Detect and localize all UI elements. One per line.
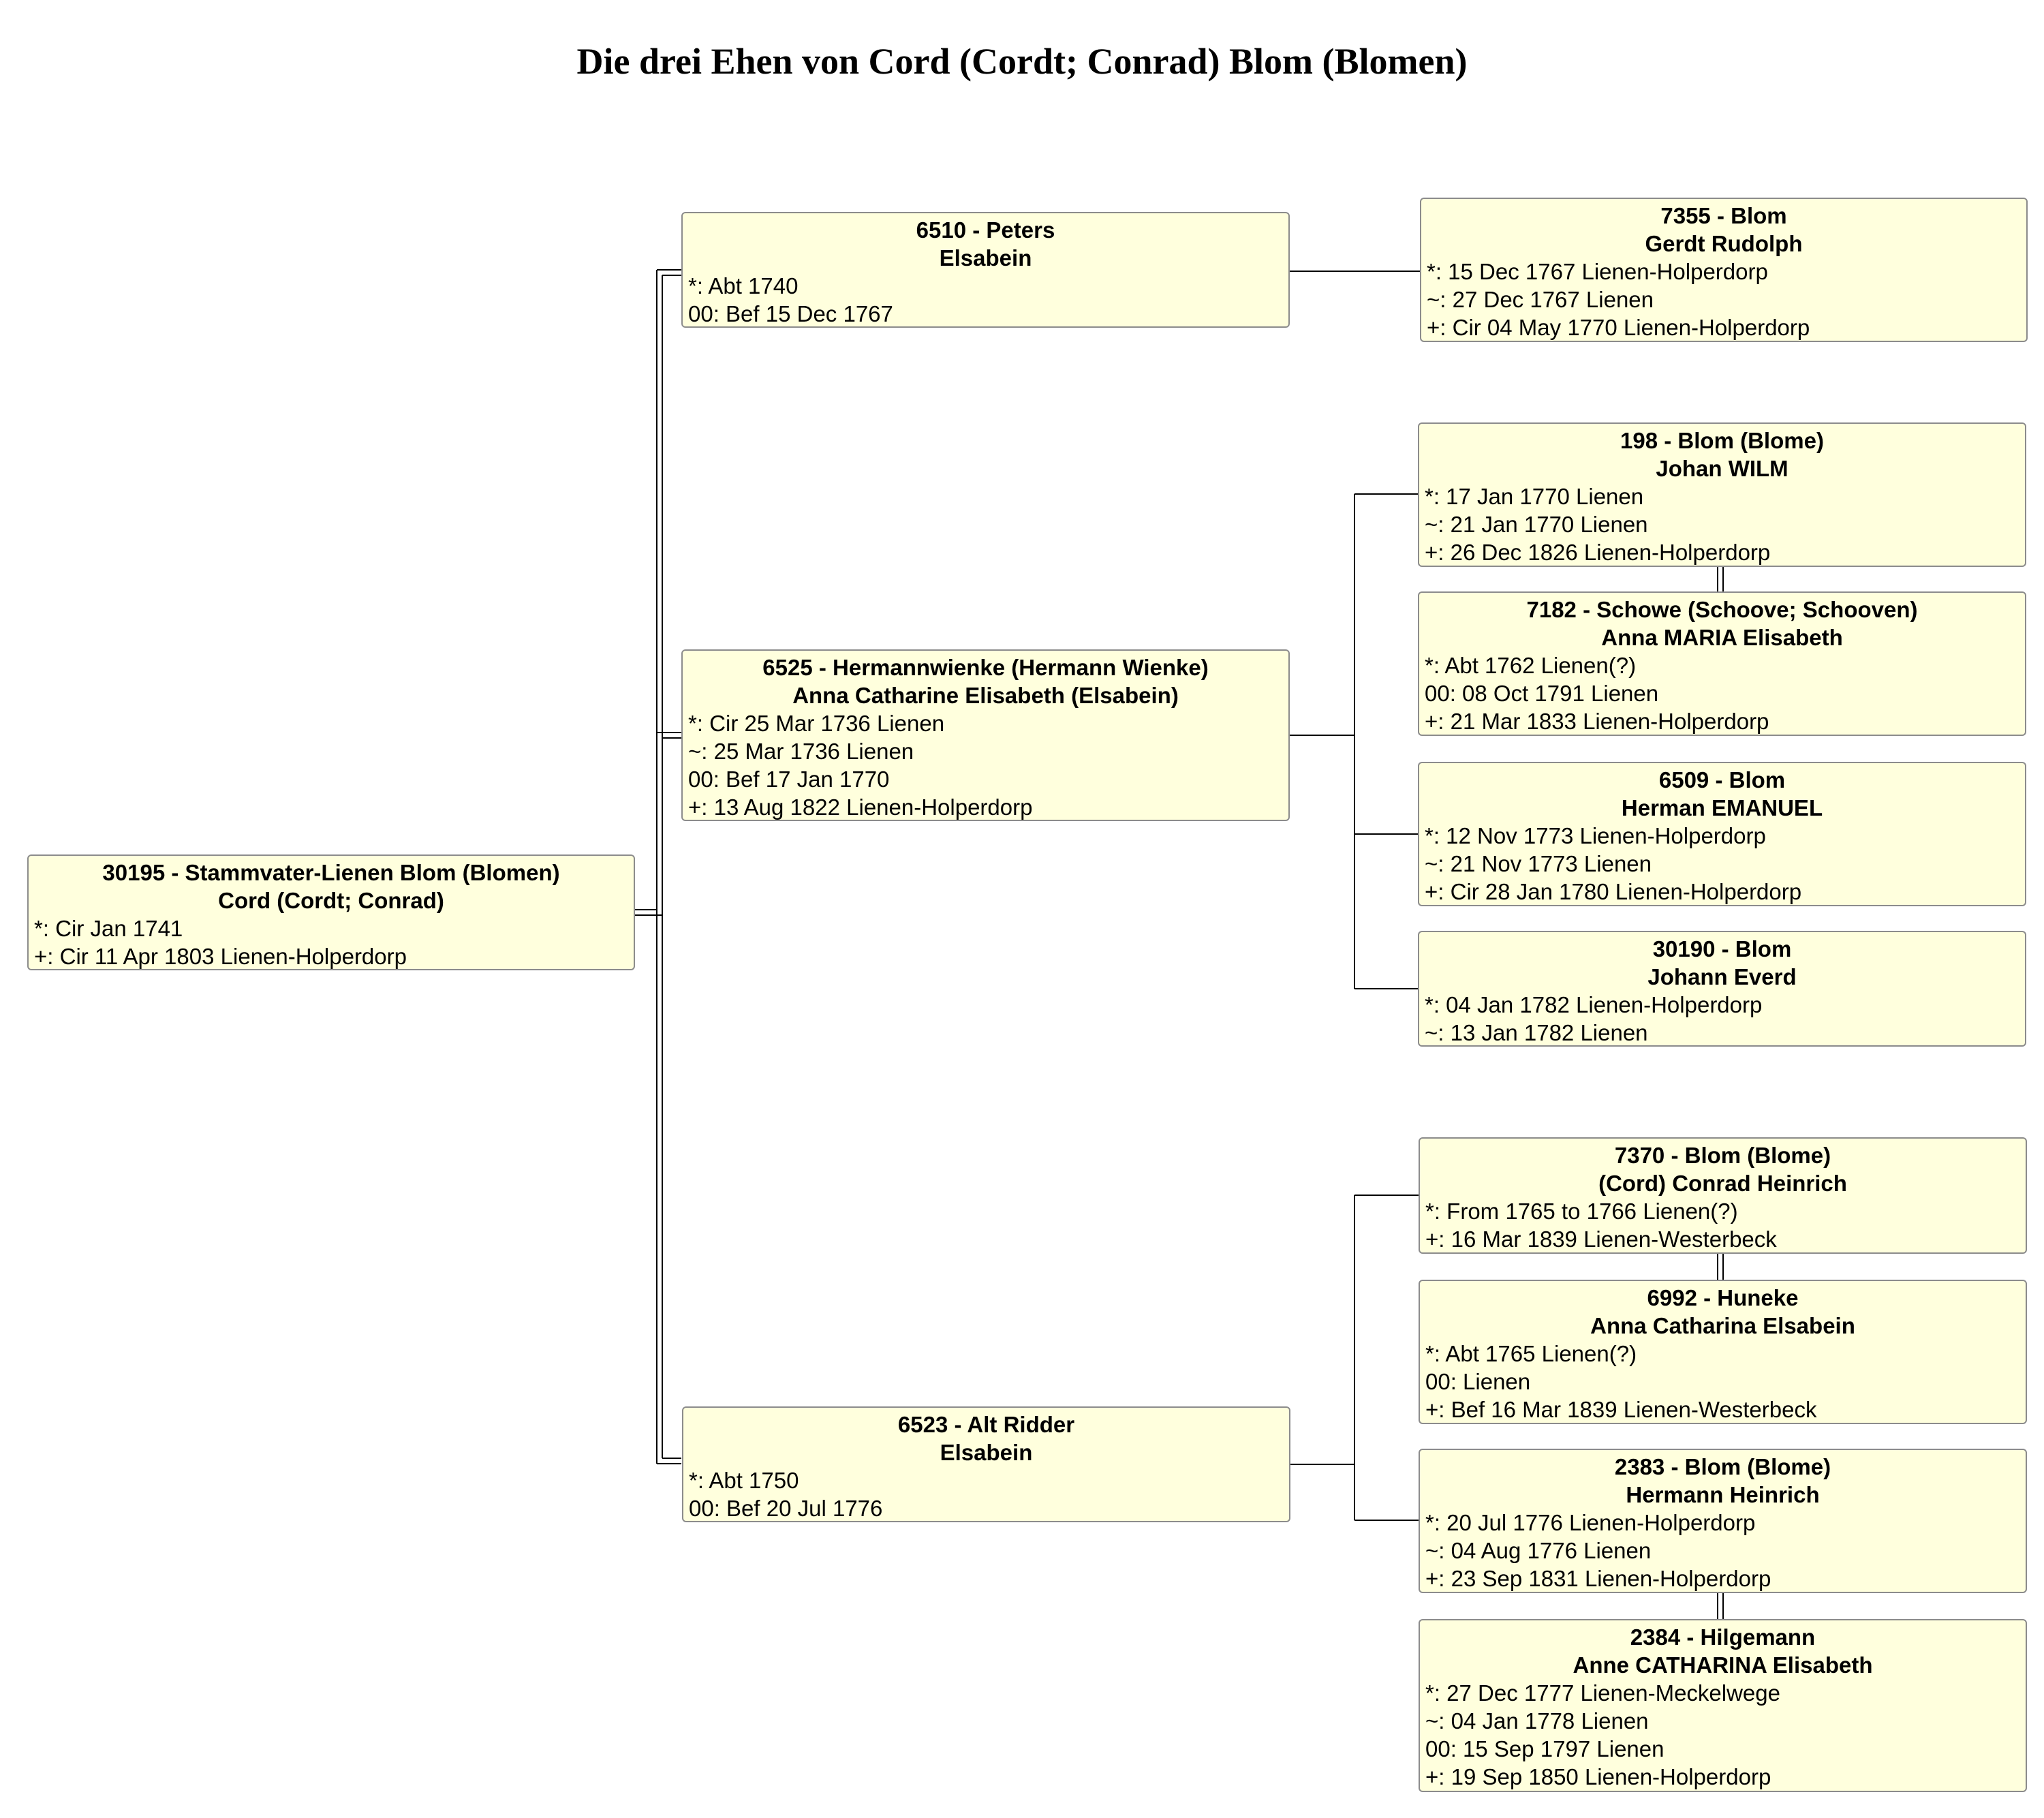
person-event: +: 26 Dec 1826 Lienen-Holperdorp bbox=[1425, 540, 1771, 565]
person-event: +: 21 Mar 1833 Lienen-Holperdorp bbox=[1425, 709, 1769, 734]
person-event: +: Cir 04 May 1770 Lienen-Holperdorp bbox=[1427, 315, 1810, 340]
person-event: 00: Lienen bbox=[1425, 1369, 1531, 1394]
person-event: +: 16 Mar 1839 Lienen-Westerbeck bbox=[1425, 1227, 1777, 1252]
person-event: *: 12 Nov 1773 Lienen-Holperdorp bbox=[1425, 823, 1766, 848]
person-name-line: 198 - Blom (Blome) bbox=[1620, 428, 1824, 453]
person-name-line: 6510 - Peters bbox=[916, 217, 1055, 243]
person-name-line: 6523 - Alt Ridder bbox=[897, 1412, 1075, 1437]
person-card-7355[interactable]: 7355 - Blom Gerdt Rudolph *: 15 Dec 1767… bbox=[1420, 198, 2028, 342]
person-event: +: Cir 11 Apr 1803 Lienen-Holperdorp bbox=[34, 944, 407, 969]
person-event: *: From 1765 to 1766 Lienen(?) bbox=[1425, 1199, 1738, 1224]
person-card-2383[interactable]: 2383 - Blom (Blome) Hermann Heinrich *: … bbox=[1419, 1449, 2027, 1593]
person-event: *: 20 Jul 1776 Lienen-Holperdorp bbox=[1425, 1510, 1756, 1535]
person-card-6510[interactable]: 6510 - Peters Elsabein *: Abt 1740 00: B… bbox=[681, 212, 1290, 328]
person-given-name: Johan WILM bbox=[1656, 456, 1788, 481]
person-event: *: Cir Jan 1741 bbox=[34, 916, 183, 941]
person-event: ~: 04 Aug 1776 Lienen bbox=[1425, 1538, 1652, 1563]
person-event: *: 27 Dec 1777 Lienen-Meckelwege bbox=[1425, 1680, 1780, 1706]
person-name-line: 6525 - Hermannwienke (Hermann Wienke) bbox=[762, 655, 1209, 680]
person-given-name: (Cord) Conrad Heinrich bbox=[1598, 1171, 1847, 1196]
person-given-name: Anna MARIA Elisabeth bbox=[1601, 625, 1843, 650]
person-given-name: Hermann Heinrich bbox=[1626, 1482, 1820, 1507]
person-name-line: 7182 - Schowe (Schoove; Schooven) bbox=[1526, 597, 1918, 622]
person-event: 00: Bef 15 Dec 1767 bbox=[688, 301, 893, 326]
person-given-name: Anna Catharina Elsabein bbox=[1590, 1313, 1855, 1338]
person-name-line: 7370 - Blom (Blome) bbox=[1614, 1143, 1831, 1168]
person-given-name: Cord (Cordt; Conrad) bbox=[218, 888, 444, 913]
person-event: 00: 08 Oct 1791 Lienen bbox=[1425, 681, 1659, 706]
person-event: ~: 21 Jan 1770 Lienen bbox=[1425, 512, 1648, 537]
person-given-name: Gerdt Rudolph bbox=[1645, 231, 1803, 256]
person-event: *: Cir 25 Mar 1736 Lienen bbox=[688, 711, 945, 736]
person-card-7370[interactable]: 7370 - Blom (Blome) (Cord) Conrad Heinri… bbox=[1419, 1137, 2027, 1254]
person-name-line: 6509 - Blom bbox=[1658, 767, 1786, 792]
person-given-name: Johann Everd bbox=[1647, 964, 1797, 989]
chart-title: Die drei Ehen von Cord (Cordt; Conrad) B… bbox=[576, 41, 1468, 82]
person-event: *: Abt 1740 bbox=[688, 273, 799, 298]
person-event: +: Bef 16 Mar 1839 Lienen-Westerbeck bbox=[1425, 1397, 1817, 1422]
person-name-line: 2384 - Hilgemann bbox=[1630, 1624, 1816, 1650]
person-given-name: Elsabein bbox=[940, 1440, 1033, 1465]
person-event: 00: 15 Sep 1797 Lienen bbox=[1425, 1736, 1664, 1761]
person-event: *: 15 Dec 1767 Lienen-Holperdorp bbox=[1427, 259, 1768, 284]
person-name-line: 30195 - Stammvater-Lienen Blom (Blomen) bbox=[102, 860, 560, 885]
person-event: ~: 27 Dec 1767 Lienen bbox=[1427, 287, 1654, 312]
person-event: 00: Bef 20 Jul 1776 bbox=[689, 1496, 883, 1521]
person-event: ~: 13 Jan 1782 Lienen bbox=[1425, 1020, 1648, 1045]
person-event: 00: Bef 17 Jan 1770 bbox=[688, 767, 890, 792]
person-event: *: 04 Jan 1782 Lienen-Holperdorp bbox=[1425, 992, 1763, 1017]
person-event: ~: 21 Nov 1773 Lienen bbox=[1425, 851, 1652, 876]
person-name-line: 2383 - Blom (Blome) bbox=[1614, 1454, 1831, 1479]
person-card-6523[interactable]: 6523 - Alt Ridder Elsabein *: Abt 1750 0… bbox=[682, 1406, 1290, 1522]
person-event: *: 17 Jan 1770 Lienen bbox=[1425, 484, 1644, 509]
person-event: ~: 04 Jan 1778 Lienen bbox=[1425, 1708, 1649, 1734]
person-event: +: 19 Sep 1850 Lienen-Holperdorp bbox=[1425, 1764, 1771, 1789]
person-name-line: 7355 - Blom bbox=[1660, 203, 1787, 228]
person-card-6525[interactable]: 6525 - Hermannwienke (Hermann Wienke) An… bbox=[681, 649, 1290, 821]
person-event: +: 23 Sep 1831 Lienen-Holperdorp bbox=[1425, 1566, 1771, 1591]
person-event: *: Abt 1762 Lienen(?) bbox=[1425, 653, 1637, 678]
person-given-name: Anna Catharine Elisabeth (Elsabein) bbox=[792, 683, 1179, 708]
person-event: +: Cir 28 Jan 1780 Lienen-Holperdorp bbox=[1425, 879, 1802, 904]
person-event: *: Abt 1765 Lienen(?) bbox=[1425, 1341, 1637, 1366]
person-event: +: 13 Aug 1822 Lienen-Holperdorp bbox=[688, 795, 1033, 820]
person-event: *: Abt 1750 bbox=[689, 1468, 799, 1493]
person-given-name: Herman EMANUEL bbox=[1621, 795, 1823, 820]
person-event: ~: 25 Mar 1736 Lienen bbox=[688, 739, 914, 764]
person-name-line: 6992 - Huneke bbox=[1647, 1285, 1799, 1310]
person-card-30190[interactable]: 30190 - Blom Johann Everd *: 04 Jan 1782… bbox=[1418, 931, 2026, 1047]
person-card-30195[interactable]: 30195 - Stammvater-Lienen Blom (Blomen) … bbox=[27, 854, 635, 970]
person-card-7182[interactable]: 7182 - Schowe (Schoove; Schooven) Anna M… bbox=[1418, 591, 2026, 736]
person-card-6992[interactable]: 6992 - Huneke Anna Catharina Elsabein *:… bbox=[1419, 1280, 2027, 1424]
person-given-name: Anne CATHARINA Elisabeth bbox=[1573, 1652, 1873, 1678]
person-card-198[interactable]: 198 - Blom (Blome) Johan WILM *: 17 Jan … bbox=[1418, 422, 2026, 567]
person-card-2384[interactable]: 2384 - Hilgemann Anne CATHARINA Elisabet… bbox=[1419, 1619, 2027, 1792]
person-given-name: Elsabein bbox=[939, 245, 1032, 271]
person-name-line: 30190 - Blom bbox=[1652, 936, 1792, 961]
person-card-6509[interactable]: 6509 - Blom Herman EMANUEL *: 12 Nov 177… bbox=[1418, 762, 2026, 906]
